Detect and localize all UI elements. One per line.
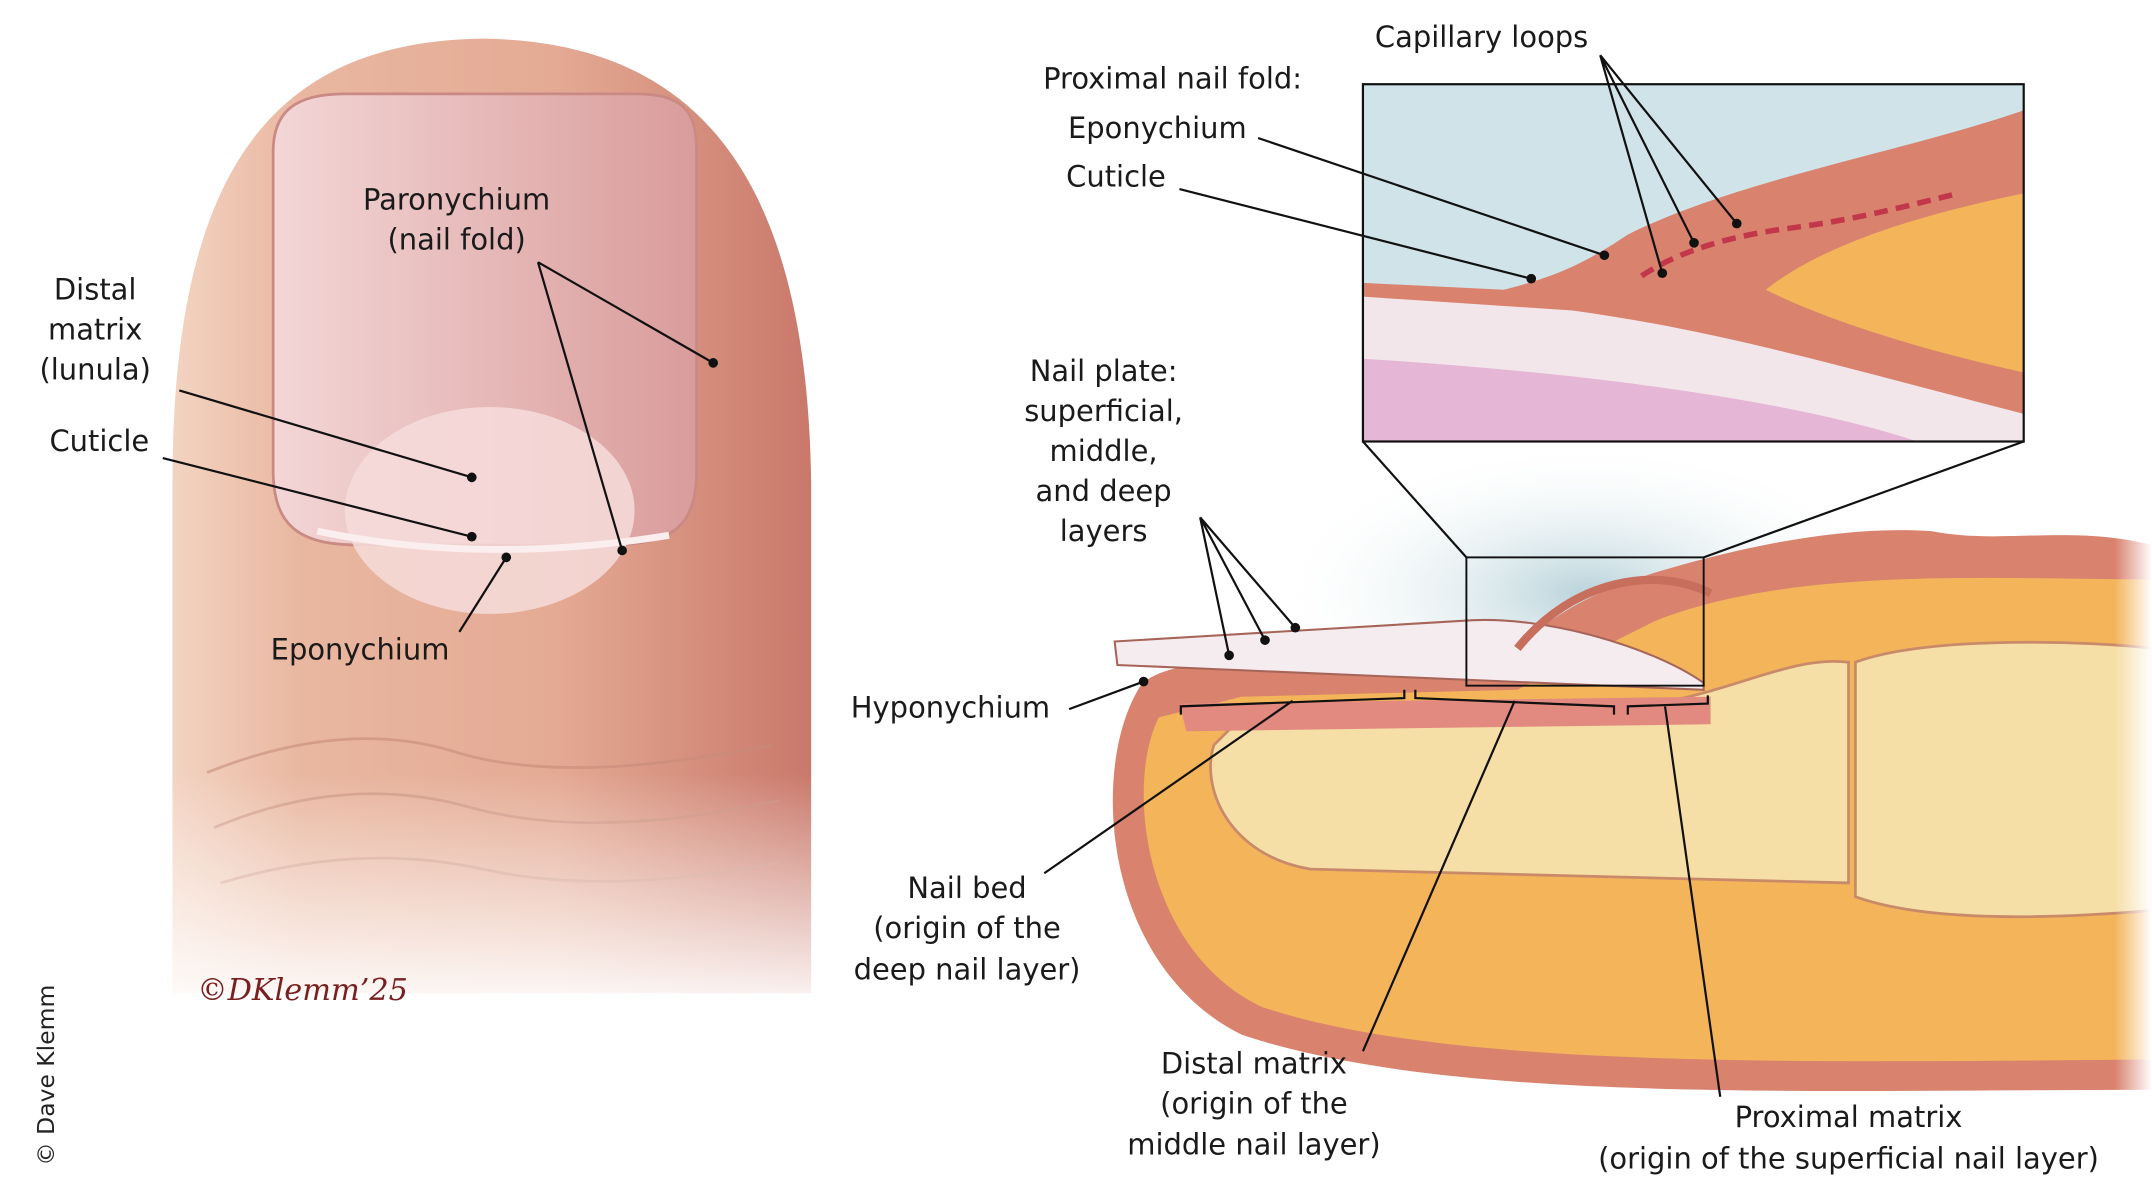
label-nail-bed: Nail bed xyxy=(907,871,1026,905)
artist-signature: ©DKlemm’25 xyxy=(197,973,408,1008)
capillary-inset xyxy=(1361,83,2025,443)
leader-paronychium xyxy=(536,261,714,551)
leader-proximal-matrix xyxy=(1663,706,1722,1097)
credit-text: © Dave Klemm xyxy=(32,985,60,1166)
label-nail-plate-4: and deep xyxy=(1036,474,1172,508)
leader-eponychium xyxy=(458,556,508,633)
fingertip-illustration xyxy=(151,27,842,1021)
label-distal-matrix-section: Distal matrix xyxy=(1161,1046,1347,1080)
marker-dot xyxy=(1224,650,1234,661)
label-inset-cuticle: Cuticle xyxy=(1066,159,1166,193)
label-distal-matrix-2: matrix xyxy=(48,312,142,346)
label-proximal-matrix: Proximal matrix xyxy=(1735,1100,1963,1134)
marker-dot xyxy=(1731,218,1742,229)
label-nail-bed-3: deep nail layer) xyxy=(854,952,1081,986)
label-hyponychium: Hyponychium xyxy=(851,690,1050,724)
label-nail-plate-5: layers xyxy=(1060,514,1148,548)
marker-dot xyxy=(1599,250,1610,261)
leader-nail-plate xyxy=(1199,516,1297,656)
label-eponychium: Eponychium xyxy=(271,632,450,666)
label-cuticle: Cuticle xyxy=(49,424,149,458)
label-proximal-nail-fold: Proximal nail fold: xyxy=(1043,61,1302,95)
leader-nail-bed xyxy=(1043,699,1294,875)
marker-dot xyxy=(1526,273,1537,284)
marker-dot xyxy=(617,545,627,556)
label-inset-eponychium: Eponychium xyxy=(1068,111,1247,145)
label-distal-matrix-section-3: middle nail layer) xyxy=(1127,1128,1380,1162)
label-nail-bed-2: (origin of the xyxy=(873,911,1061,945)
marker-dot xyxy=(1689,238,1699,248)
label-paronychium-sub: (nail fold) xyxy=(387,223,525,257)
leader-inset-eponychium xyxy=(1257,136,1605,257)
marker-dot xyxy=(1290,622,1301,633)
label-paronychium: Paronychium xyxy=(363,183,550,217)
label-nail-plate-2: superficial, xyxy=(1024,394,1183,428)
inset-source-box xyxy=(1465,556,1705,687)
label-nail-plate-3: middle, xyxy=(1050,434,1158,468)
label-distal-matrix-section-2: (origin of the xyxy=(1160,1086,1348,1120)
inset-connector-lines xyxy=(1362,440,2025,559)
marker-dot xyxy=(466,531,477,542)
label-distal-matrix: Distal xyxy=(54,272,137,306)
marker-dot xyxy=(708,358,719,368)
leader-hyponychium xyxy=(1068,680,1144,711)
marker-dot xyxy=(1138,676,1149,687)
leader-distal-matrix-section xyxy=(1361,700,1516,1052)
leader-inset-cuticle xyxy=(1179,187,1532,280)
leader-distal-matrix xyxy=(179,389,473,479)
marker-dot xyxy=(501,552,512,563)
leader-cuticle xyxy=(162,456,473,538)
marker-dot xyxy=(1657,268,1668,279)
label-nail-plate: Nail plate: xyxy=(1030,354,1178,388)
nail-cross-section xyxy=(1112,441,2152,1104)
label-distal-matrix-3: (lunula) xyxy=(39,352,150,386)
marker-dot xyxy=(1260,635,1270,645)
leader-capillary-loops xyxy=(1599,54,1738,274)
marker-dot xyxy=(466,472,477,483)
label-capillary-loops: Capillary loops xyxy=(1375,20,1588,54)
label-proximal-matrix-2: (origin of the superficial nail layer) xyxy=(1598,1141,2099,1175)
